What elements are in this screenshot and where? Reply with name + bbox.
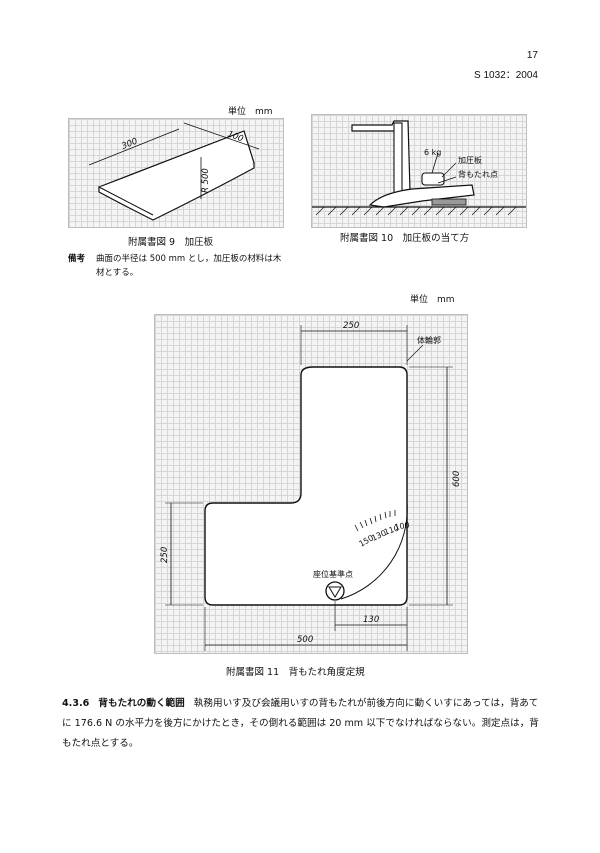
seat-reference-triangle [328, 586, 342, 598]
angle-ticks [354, 510, 396, 532]
figure10-panel: 6 kg 加圧板 背もたれ点 [311, 114, 527, 228]
chair-seat [368, 184, 475, 208]
dim-length-text: 300 [120, 136, 139, 151]
plate-side-face [98, 163, 255, 221]
chair-back-post [393, 122, 403, 194]
contour-leader [406, 344, 424, 362]
pressure-plate [421, 172, 445, 186]
backrest-angle-gauge: 150 130 110 100 座位基準点 250 600 250 130 50… [160, 321, 462, 651]
plate-application-diagram: 6 kg 加圧板 背もたれ点 [312, 120, 526, 216]
seat-point-label: 座位基準点 [313, 569, 353, 579]
dim-left-text: 250 [160, 547, 170, 563]
figure9-panel: 300 100 R 500 [68, 118, 284, 228]
section-4-3-6: 4.3.6 背もたれの動く範囲 執務用いす及び会議用いすの背もたれが前後方向に動… [62, 694, 542, 754]
point-label: 背もたれ点 [458, 169, 498, 179]
load-label: 6 kg [424, 148, 441, 157]
plate-leader [441, 162, 457, 178]
standard-number: S 1032：2004 [474, 70, 538, 81]
figure9-caption: 附属書図 9 加圧板 [128, 237, 214, 248]
section-text: 執務用いす及び会議用いすの背もたれが前後方向に動くいすにあっては，背あてに 17… [62, 698, 539, 749]
section-number: 4.3.6 [62, 698, 90, 709]
plate-label: 加圧板 [458, 155, 482, 165]
figure10-caption: 附属書図 10 加圧板の当て方 [340, 233, 470, 244]
figure9-note-label: 備考 [68, 254, 86, 264]
angle-arc [340, 502, 408, 600]
figure11-unit: 単位 mm [410, 295, 455, 305]
figure11-panel: 150 130 110 100 座位基準点 250 600 250 130 50… [154, 314, 468, 654]
contour-label: 体輪郭 [417, 335, 441, 345]
dim-height-text: 600 [452, 471, 462, 487]
figure9-unit: 単位 mm [228, 107, 273, 117]
scale-tick-110: 110 [383, 524, 400, 537]
load-arrow [431, 152, 439, 174]
dim-line-width [183, 122, 260, 150]
floor-hatching [315, 206, 517, 216]
plate-front-edge [98, 186, 154, 216]
dim-top-text: 250 [343, 321, 359, 331]
dim-line-length [88, 128, 180, 166]
pressure-plate-diagram: 300 100 R 500 [88, 122, 260, 221]
dim-radius-text: R 500 [201, 168, 211, 193]
dim-bottom-text: 500 [297, 635, 313, 645]
figure11-caption: 附属書図 11 背もたれ角度定規 [226, 667, 365, 678]
dim-seat-text: 130 [363, 615, 379, 625]
section-title: 背もたれの動く範囲 [98, 698, 185, 709]
gauge-outline [204, 366, 408, 606]
chair-base [431, 198, 467, 206]
scale-tick-100: 100 [394, 520, 411, 532]
point-leader [437, 176, 457, 184]
page-number: 17 [526, 50, 538, 61]
figure9-note-text: 曲面の半径は 500 mm とし，加圧板の材料は木材とする。 [96, 254, 282, 278]
